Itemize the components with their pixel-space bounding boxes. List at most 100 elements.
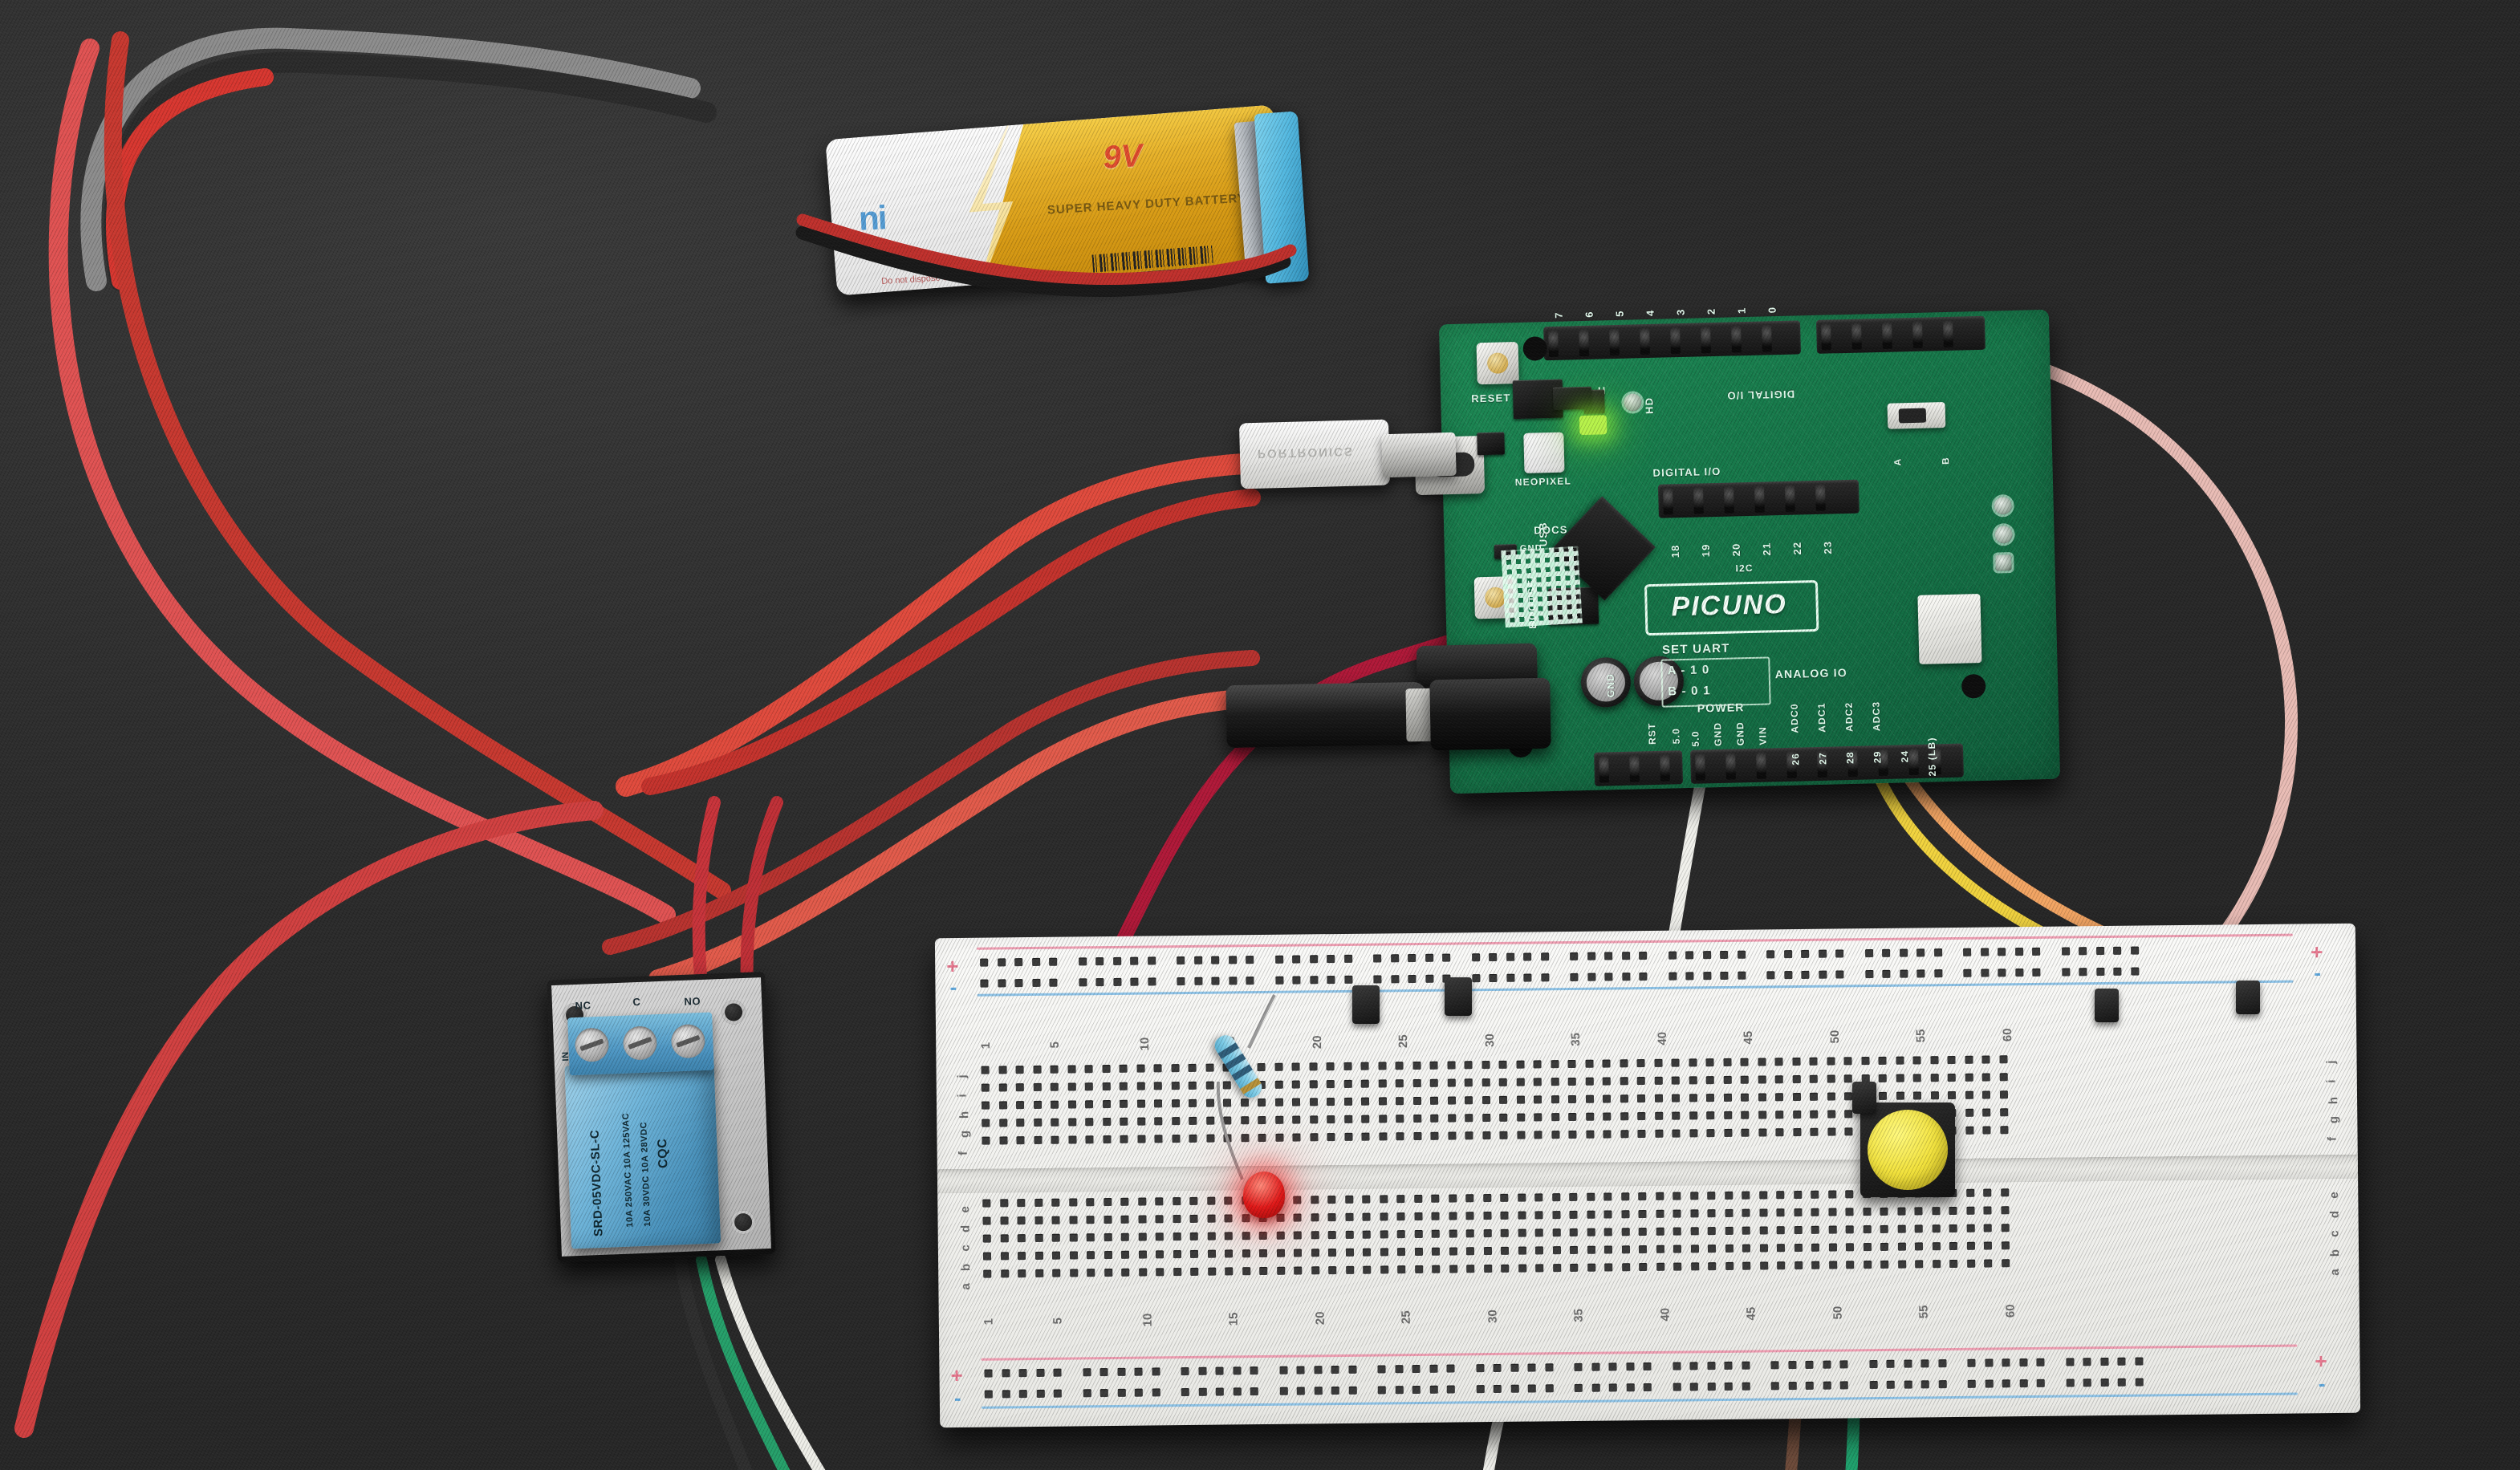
breadboard-hole[interactable] — [1031, 957, 1040, 967]
breadboard-hole[interactable] — [1966, 1259, 1975, 1268]
breadboard-row[interactable] — [982, 1206, 2018, 1225]
breadboard-hole[interactable] — [1362, 1195, 1371, 1204]
terminal-screw-nc[interactable] — [574, 1027, 610, 1063]
breadboard-hole[interactable] — [1275, 1213, 1285, 1222]
breadboard-hole[interactable] — [1933, 948, 1942, 957]
breadboard-hole[interactable] — [1757, 1058, 1766, 1066]
breadboard-hole[interactable] — [1671, 1058, 1680, 1067]
breadboard-hole[interactable] — [1689, 1111, 1697, 1120]
breadboard-hole[interactable] — [1591, 1383, 1600, 1392]
breadboard-hole[interactable] — [1534, 1246, 1544, 1255]
breadboard-hole[interactable] — [1776, 1226, 1785, 1235]
power-rail-bottom[interactable]: + - + - — [939, 1341, 2360, 1415]
breadboard-hole[interactable] — [1431, 1212, 1440, 1220]
breadboard-hole[interactable] — [1587, 1228, 1595, 1237]
breadboard-hole[interactable] — [1707, 1245, 1717, 1253]
breadboard-hole[interactable] — [1279, 1387, 1288, 1395]
breadboard-hole[interactable] — [1689, 1129, 1698, 1138]
breadboard-hole[interactable] — [1527, 1363, 1536, 1372]
breadboard-hole[interactable] — [1758, 1128, 1766, 1137]
breadboard-hole[interactable] — [1604, 952, 1613, 960]
rail-hole-group[interactable] — [1668, 950, 1755, 960]
breadboard-hole[interactable] — [982, 1199, 991, 1208]
breadboard-hole[interactable] — [1673, 1245, 1682, 1253]
breadboard-hole[interactable] — [1000, 1234, 1009, 1243]
breadboard-hole[interactable] — [1049, 978, 1058, 987]
breadboard-hole[interactable] — [1119, 1099, 1128, 1108]
breadboard-hole[interactable] — [1551, 1078, 1559, 1086]
breadboard-hole[interactable] — [1069, 1251, 1078, 1260]
breadboard-hole[interactable] — [1809, 1092, 1819, 1101]
breadboard-hole[interactable] — [1845, 1208, 1854, 1216]
breadboard-hole[interactable] — [1447, 1078, 1456, 1087]
breadboard-hole[interactable] — [1120, 1197, 1129, 1206]
breadboard-hole[interactable] — [1228, 956, 1237, 964]
breadboard-hole[interactable] — [1998, 1055, 2008, 1064]
breadboard-hole[interactable] — [1489, 973, 1498, 983]
breadboard-hole[interactable] — [1373, 954, 1382, 963]
breadboard-hole[interactable] — [1793, 1208, 1803, 1217]
breadboard-hole[interactable] — [1741, 1128, 1750, 1137]
breadboard-hole[interactable] — [1116, 1367, 1126, 1376]
breadboard-hole[interactable] — [1309, 1062, 1318, 1071]
breadboard-hole[interactable] — [1228, 977, 1237, 985]
breadboard-hole[interactable] — [981, 1083, 990, 1092]
breadboard-hole[interactable] — [1429, 1096, 1439, 1105]
breadboard-hole[interactable] — [1809, 1074, 1818, 1083]
rail-hole-group[interactable] — [1181, 1387, 1268, 1397]
rail-hole-group[interactable] — [1770, 1381, 1858, 1391]
breadboard-hole[interactable] — [1947, 1073, 1956, 1082]
breadboard-hole[interactable] — [1078, 957, 1087, 966]
breadboard-hole[interactable] — [1705, 1058, 1714, 1067]
breadboard-hole[interactable] — [1868, 1360, 1878, 1369]
breadboard-hole[interactable] — [1465, 1247, 1475, 1256]
breadboard-hole[interactable] — [1172, 1197, 1181, 1206]
breadboard-hole[interactable] — [1758, 1191, 1767, 1200]
breadboard-hole[interactable] — [1551, 1095, 1559, 1104]
breadboard-hole[interactable] — [1395, 1062, 1404, 1070]
breadboard-hole[interactable] — [1102, 1135, 1112, 1144]
breadboard-hole[interactable] — [1050, 1065, 1059, 1074]
breadboard-hole[interactable] — [1119, 1082, 1128, 1090]
breadboard-hole[interactable] — [1431, 1247, 1441, 1256]
breadboard-hole[interactable] — [1464, 1078, 1473, 1087]
breadboard-hole[interactable] — [1465, 1194, 1474, 1203]
breadboard-hole[interactable] — [1018, 1369, 1027, 1378]
breadboard-hole[interactable] — [1240, 1116, 1249, 1125]
breadboard-hole[interactable] — [1707, 1209, 1716, 1218]
breadboard-hole[interactable] — [1051, 1251, 1061, 1260]
rail-hole-group[interactable] — [1672, 1361, 1759, 1371]
breadboard-hole[interactable] — [1967, 1379, 1976, 1388]
breadboard-hole[interactable] — [2113, 946, 2122, 955]
breadboard-hole[interactable] — [1102, 1118, 1111, 1127]
breadboard-hole[interactable] — [1130, 956, 1139, 965]
breadboard-hole[interactable] — [1379, 1195, 1388, 1204]
breadboard-hole[interactable] — [1103, 1215, 1112, 1224]
breadboard-hole[interactable] — [1083, 1389, 1091, 1398]
breadboard-hole[interactable] — [1985, 1379, 1994, 1388]
breadboard-hole[interactable] — [1741, 1111, 1750, 1119]
breadboard-hole[interactable] — [1412, 1131, 1422, 1141]
breadboard-hole[interactable] — [1999, 1126, 2008, 1135]
breadboard-hole[interactable] — [1449, 1229, 1457, 1238]
breadboard-hole[interactable] — [1569, 1228, 1578, 1237]
breadboard-hole[interactable] — [1949, 1259, 1958, 1269]
breadboard-hole[interactable] — [1429, 1385, 1438, 1394]
breadboard-hole[interactable] — [1206, 1196, 1215, 1205]
breadboard-hole[interactable] — [1916, 969, 1925, 978]
breadboard-hole[interactable] — [1915, 1260, 1924, 1269]
breadboard-hole[interactable] — [1506, 952, 1514, 961]
breadboard-hole[interactable] — [1775, 1128, 1784, 1137]
breadboard-hole[interactable] — [1587, 1263, 1595, 1272]
breadboard-hole[interactable] — [1086, 1198, 1095, 1207]
breadboard-row[interactable] — [982, 1224, 2018, 1243]
breadboard-hole[interactable] — [1240, 1098, 1249, 1107]
breadboard-hole[interactable] — [1689, 1076, 1697, 1085]
breadboard-hole[interactable] — [1378, 1079, 1387, 1088]
breadboard-hole[interactable] — [1465, 1212, 1474, 1220]
breadboard-hole[interactable] — [1051, 1118, 1059, 1127]
breadboard-hole[interactable] — [1051, 1198, 1060, 1207]
breadboard-hole[interactable] — [1233, 1387, 1242, 1396]
breadboard-hole[interactable] — [2014, 948, 2023, 956]
breadboard-hole[interactable] — [1792, 1075, 1801, 1084]
